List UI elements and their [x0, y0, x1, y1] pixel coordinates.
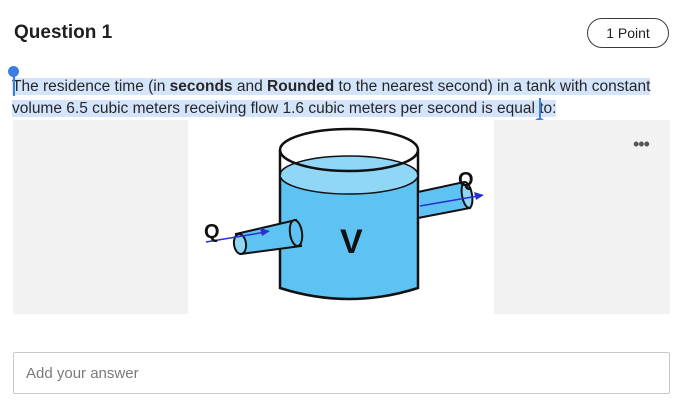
outflow-arrow — [419, 195, 479, 207]
selection-start-handle[interactable] — [8, 66, 19, 77]
volume-label: V — [340, 223, 363, 261]
question-title: Question 1 — [14, 22, 113, 43]
inflow-label: Q — [204, 221, 220, 243]
water-surface — [279, 155, 419, 195]
question-image-panel: Q Q V — [13, 120, 670, 314]
question-text[interactable]: The residence time (in seconds and Round… — [12, 76, 670, 120]
inflow-arrow — [205, 231, 267, 243]
points-badge: 1 Point — [587, 18, 669, 48]
tank-body — [278, 175, 420, 301]
question-text-part: and — [232, 78, 268, 95]
more-options-icon[interactable]: ••• — [633, 134, 650, 154]
outflow-label: Q — [458, 169, 474, 191]
tank-diagram: Q Q V — [204, 127, 484, 301]
tank-figure: Q Q V — [188, 120, 494, 314]
answer-input[interactable] — [13, 352, 670, 394]
question-text-bold-seconds: seconds — [169, 78, 233, 95]
selection-end-caret — [539, 98, 541, 120]
question-text-bold-rounded: Rounded — [267, 78, 335, 95]
question-text-part: The residence time (in — [12, 78, 170, 95]
selection-start-caret — [13, 72, 15, 96]
